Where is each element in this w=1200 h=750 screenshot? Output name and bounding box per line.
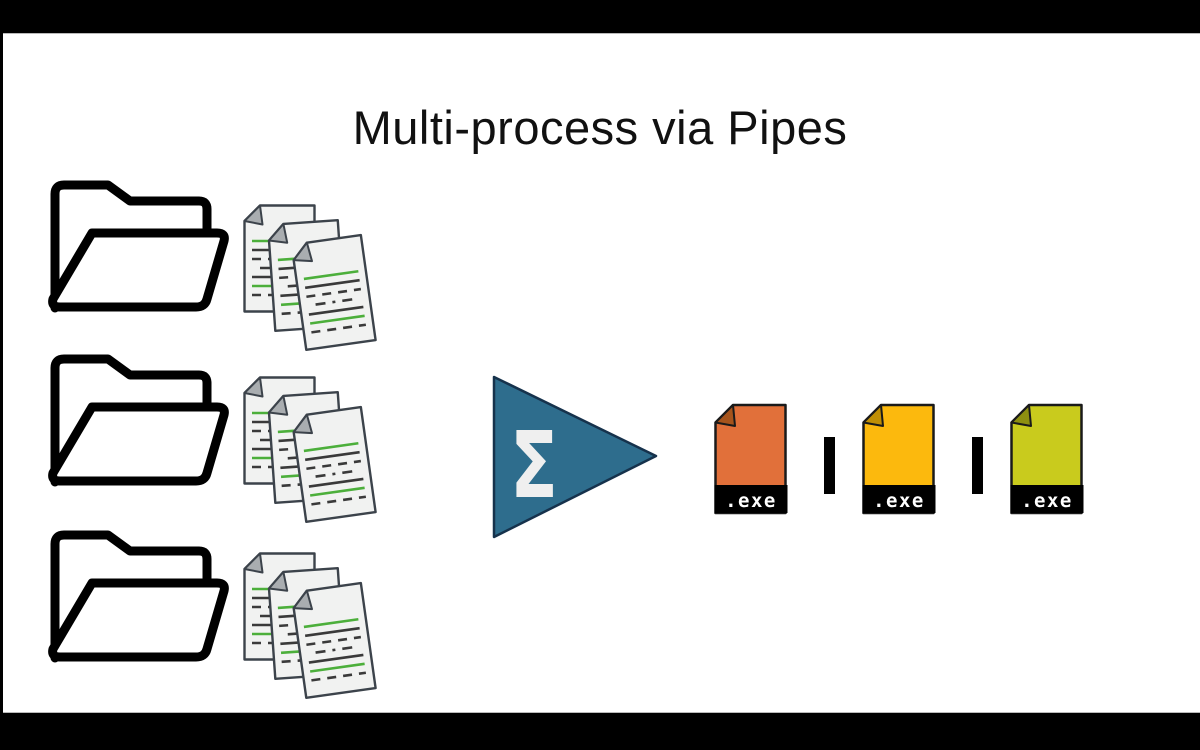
sigma-triangle-icon: Σ (492, 375, 658, 539)
folded-corner (714, 404, 736, 427)
exe-file-icon-3: .exe (1010, 403, 1084, 515)
pipe-separator-2 (972, 437, 983, 494)
document-stack-icon (241, 552, 373, 702)
document-stack-icon (241, 204, 373, 354)
letterbox-top-bar (0, 0, 1200, 34)
folded-corner (1010, 404, 1032, 427)
folded-corner (862, 404, 884, 427)
aggregator-triangle (492, 375, 658, 539)
exe-label: .exe (873, 490, 925, 512)
exe-label: .exe (1021, 490, 1073, 512)
slide-title: Multi-process via Pipes (352, 101, 848, 154)
letterbox-bottom-bar (0, 712, 1200, 750)
open-folder-icon (50, 530, 235, 665)
exe-label: .exe (725, 490, 777, 512)
open-folder-icon (50, 180, 235, 315)
letterbox-left-strip (0, 0, 3, 750)
open-folder-icon (50, 354, 235, 489)
pipe-separator-1 (824, 437, 835, 494)
exe-file-icon-1: .exe (714, 403, 788, 515)
exe-file-icon-2: .exe (862, 403, 936, 515)
document-stack-icon (241, 376, 373, 526)
sigma-symbol: Σ (510, 412, 558, 519)
